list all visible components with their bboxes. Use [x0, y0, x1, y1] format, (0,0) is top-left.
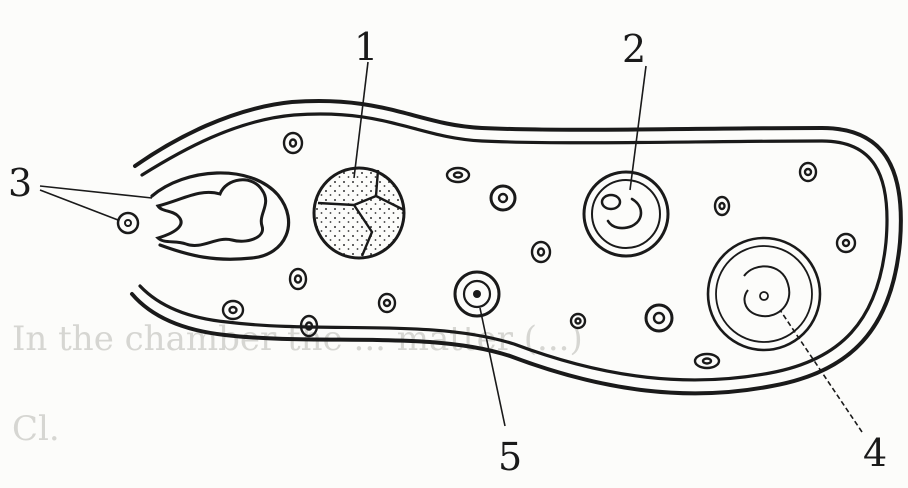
- granule-core: [295, 276, 301, 283]
- granule: [532, 242, 550, 262]
- granule: [284, 133, 302, 153]
- vacuole-4-outer: [708, 238, 820, 350]
- vacuole-4-core: [760, 292, 768, 300]
- granule: [695, 354, 719, 368]
- granule-core: [538, 249, 544, 256]
- ingested-food-particle: [158, 180, 266, 246]
- faint-background-text-2: Cl.: [12, 409, 60, 449]
- free-food-particle: [118, 213, 138, 233]
- free-food-particle-core: [125, 220, 131, 226]
- food-vacuole-forming: [152, 173, 289, 259]
- granule: [646, 305, 672, 331]
- leader-line-4: [780, 310, 862, 432]
- granule-core: [843, 240, 849, 246]
- vacuole-4-inner: [716, 246, 812, 342]
- granule: [290, 269, 306, 289]
- granule-core: [654, 313, 664, 323]
- granule-core: [499, 194, 507, 202]
- granule-core: [230, 307, 237, 313]
- granule-core: [720, 203, 725, 209]
- vacuole-2-worm: [608, 199, 641, 228]
- granule-core: [454, 173, 462, 178]
- vacuole-4-spiral: [744, 266, 789, 316]
- granule-core: [805, 169, 811, 175]
- granule-core: [290, 140, 296, 147]
- label-3: 3: [8, 161, 32, 205]
- label-5: 5: [498, 435, 522, 479]
- granule: [447, 168, 469, 182]
- leader-line-1: [354, 62, 368, 178]
- granule: [491, 186, 515, 210]
- vacuole-2-outer: [584, 172, 668, 256]
- granule: [379, 294, 395, 312]
- vacuole-5-core: [473, 290, 481, 298]
- label-4: 4: [863, 431, 887, 475]
- granule: [223, 301, 243, 319]
- vacuole-2-inner: [592, 180, 660, 248]
- granule-core: [384, 300, 390, 306]
- label-1: 1: [354, 25, 378, 69]
- granule: [800, 163, 816, 181]
- label-2: 2: [622, 27, 646, 71]
- granule-core: [703, 359, 711, 364]
- leader-line-3b: [40, 190, 118, 220]
- vacuole-2-particle: [602, 195, 620, 209]
- granule: [837, 234, 855, 252]
- granule: [715, 197, 729, 215]
